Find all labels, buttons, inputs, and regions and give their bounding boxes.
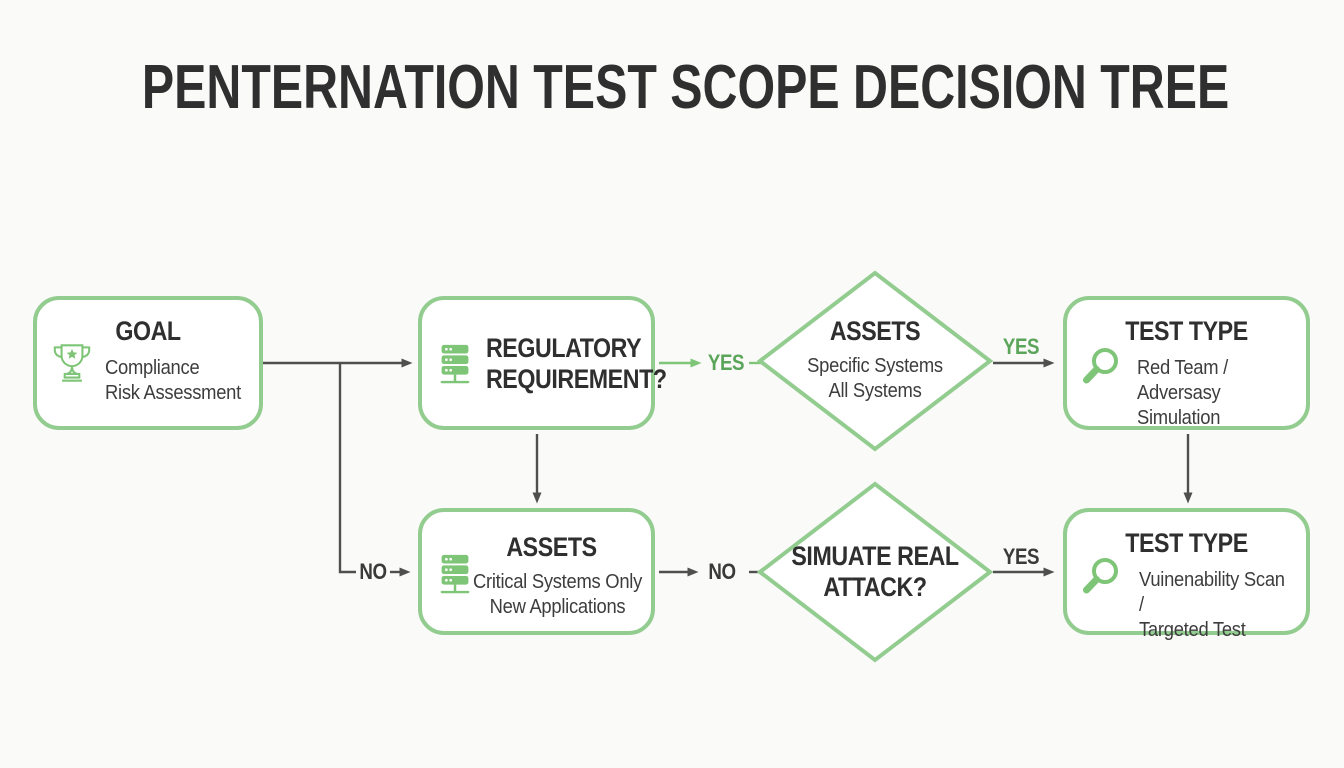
simulate-decision-heading: SIMUATE REAL ATTACK? — [791, 541, 959, 602]
diamond-shape — [756, 270, 994, 452]
assets-decision-body: Specific Systems All Systems — [766, 354, 983, 404]
test-type-vuln-line-1: Vuinenability Scan / — [1139, 569, 1285, 616]
page-title: PENTERNATION TEST SCOPE DECISION TREE — [141, 53, 1230, 122]
assets-line-1: Critical Systems Only — [472, 571, 643, 593]
magnifier-icon — [1077, 554, 1125, 607]
diamond-shape — [756, 481, 994, 663]
assets-decision-diamond: ASSETS Specific Systems All Systems — [756, 270, 994, 452]
test-type-red-team-node: TEST TYPE Red Team / Adversasy Simulatio… — [1063, 296, 1310, 430]
test-type-red-team-line-2: Adversasy Simulation — [1137, 382, 1221, 429]
label-yes-simulate: YES — [1002, 544, 1040, 569]
assets-decision-line-2: All Systems — [828, 380, 922, 402]
test-type-vuln-heading: TEST TYPE — [1125, 528, 1248, 558]
assets-line-2: New Applications — [489, 596, 626, 618]
label-yes-regulatory: YES — [707, 350, 745, 375]
magnifier-icon — [1077, 344, 1125, 397]
label-no-goal-branch: NO — [359, 559, 387, 584]
test-type-vuln-body: Vuinenability Scan / Targeted Test — [1139, 568, 1293, 643]
test-type-red-team-heading: TEST TYPE — [1125, 316, 1248, 346]
assets-decision-heading: ASSETS — [829, 316, 921, 346]
database-icon — [432, 552, 478, 603]
assets-node: ASSETS Critical Systems Only New Applica… — [418, 508, 655, 635]
label-no-assets: NO — [708, 559, 736, 584]
test-type-red-team-body: Red Team / Adversasy Simulation — [1137, 356, 1292, 431]
database-icon — [432, 342, 478, 393]
goal-line-1: Compliance — [105, 357, 200, 379]
simulate-decision-diamond: SIMUATE REAL ATTACK? — [756, 481, 994, 663]
goal-heading: GOAL — [115, 316, 181, 346]
test-type-vuln-node: TEST TYPE Vuinenability Scan / Targeted … — [1063, 508, 1310, 641]
assets-body: Critical Systems Only New Applications — [471, 570, 643, 620]
goal-line-2: Risk Assessment — [105, 382, 241, 404]
test-type-vuln-line-2: Targeted Test — [1139, 619, 1246, 641]
goal-body: Compliance Risk Assessment — [105, 356, 241, 406]
assets-decision-line-1: Specific Systems — [807, 355, 943, 377]
goal-node: GOAL Compliance Risk Assessment — [33, 296, 263, 430]
regulatory-node: REGULATORY REQUIREMENT? — [418, 296, 667, 430]
regulatory-heading: REGULATORY REQUIREMENT? — [485, 333, 667, 394]
test-type-red-team-line-1: Red Team / — [1137, 357, 1228, 379]
assets-heading: ASSETS — [506, 532, 597, 562]
trophy-icon — [47, 338, 97, 393]
label-yes-assets: YES — [1002, 334, 1040, 359]
